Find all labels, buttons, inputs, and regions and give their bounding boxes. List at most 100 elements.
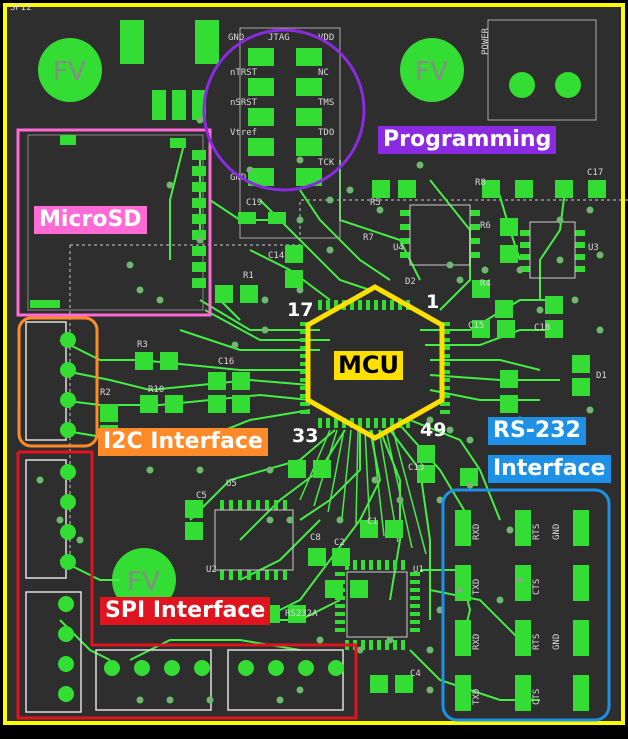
i2c-header-outline <box>25 321 67 441</box>
u5-pin-pad <box>400 224 410 230</box>
mcu-highlight-hexagon <box>305 284 445 441</box>
refdes-R5: R5 <box>370 198 381 208</box>
copper-trace-14 <box>429 389 540 401</box>
fiducial-0 <box>38 38 102 102</box>
via-58 <box>326 196 334 204</box>
via-54 <box>416 161 424 169</box>
rs232a-pin-pad <box>220 500 224 510</box>
mcu-pin-pad <box>300 354 310 358</box>
passive-pad-9 <box>285 270 303 288</box>
passive-pad-48 <box>395 675 413 693</box>
regulator-pin-pad <box>152 90 166 120</box>
mcu-pin-pad <box>440 322 450 326</box>
mcu-pin-pad <box>440 402 450 406</box>
passive-pad-0 <box>372 180 390 198</box>
via-16 <box>286 516 294 524</box>
via-51 <box>76 536 84 544</box>
spi-highlight-box <box>16 450 358 720</box>
spi-header-pin <box>104 660 120 676</box>
copper-trace-18 <box>389 429 431 620</box>
mcu-pin-pad <box>440 410 450 414</box>
jtag-pin-pad <box>248 138 274 156</box>
passive-pad-5 <box>588 180 606 198</box>
refdes-R7: R7 <box>363 233 374 243</box>
rs232a-pin-pad <box>283 500 287 510</box>
passive-pad-33 <box>417 445 435 463</box>
via-31 <box>571 296 579 304</box>
rs232a-pin-pad <box>265 500 269 510</box>
spi-header-outline <box>25 591 82 713</box>
mcu-pin-pad <box>390 418 394 428</box>
mcu-pin-pad <box>326 418 330 428</box>
power-pin-pad <box>509 72 535 98</box>
d1-pad <box>238 212 256 224</box>
u2-pin-pad <box>393 560 397 570</box>
copper-trace-36 <box>429 589 521 641</box>
refdes-C5: C5 <box>196 491 207 501</box>
refdes-C13: C13 <box>408 463 424 473</box>
refdes-C15: C15 <box>468 321 484 331</box>
refdes-RS232A: RS232A <box>285 609 318 619</box>
microsd-mount-pad <box>60 135 76 145</box>
refdes-C2: C2 <box>334 538 345 548</box>
mcu-fan-trace-4 <box>355 429 359 525</box>
passive-pad-27 <box>545 320 563 338</box>
copper-trace-22 <box>189 429 336 521</box>
via-62 <box>586 206 594 214</box>
spi-header-pin <box>58 656 74 672</box>
copper-trace-2 <box>179 329 320 351</box>
jtag-right-label: NC <box>318 68 329 78</box>
via-44 <box>316 636 324 644</box>
u4-pin-pad <box>520 254 530 260</box>
u2-pin-pad <box>410 588 420 592</box>
passive-pad-31 <box>500 395 518 413</box>
mcu-pin-pad <box>300 386 310 390</box>
rs232a-pin-pad <box>274 500 278 510</box>
u2-pin-pad <box>335 604 345 608</box>
mcu-pin-pad <box>300 410 310 414</box>
jtag-pin-pad <box>248 108 274 126</box>
u2-pin-pad <box>335 572 345 576</box>
via-50 <box>56 516 64 524</box>
passive-pad-44 <box>350 580 368 598</box>
passive-pad-30 <box>500 370 518 388</box>
rs232a-pin-pad <box>220 570 224 580</box>
u2-pin-pad <box>369 640 373 650</box>
u5-pin-pad <box>470 238 480 244</box>
via-38 <box>456 586 464 594</box>
u2-pin-pad <box>410 612 420 616</box>
jtag-left-label: nTRST <box>230 68 258 78</box>
rs232-pin-pad <box>515 510 531 546</box>
refdes-C18: C18 <box>534 323 550 333</box>
u4-pin-pad <box>575 254 585 260</box>
microsd-pin-pad <box>192 166 206 176</box>
spi-header-outline <box>227 649 344 711</box>
copper-trace-0 <box>199 299 320 331</box>
power-label: POWER <box>481 27 491 55</box>
copper-trace-20 <box>409 419 501 521</box>
passive-pad-22 <box>100 404 118 422</box>
u2-pin-pad <box>410 628 420 632</box>
mcu-pin-pad <box>406 418 410 428</box>
via-18 <box>426 416 434 424</box>
via-19 <box>446 426 454 434</box>
via-2 <box>326 246 334 254</box>
via-57 <box>196 116 204 124</box>
copper-trace-24 <box>299 189 391 281</box>
microsd-pin-pad <box>192 278 206 288</box>
microsd-mount-pad <box>30 300 60 308</box>
label-rs232-line2: Interface <box>488 455 611 484</box>
spi-header-pin <box>238 660 254 676</box>
jtag-pin-pad <box>296 138 322 156</box>
power-connector-outline <box>487 19 597 121</box>
u4-pin-pad <box>520 266 530 272</box>
mcu-pin-pad <box>440 378 450 382</box>
u4-pin-pad <box>575 266 585 272</box>
via-59 <box>346 186 354 194</box>
mcu-pin-pad <box>440 338 450 342</box>
via-63 <box>536 306 544 314</box>
passive-pad-40 <box>385 520 403 538</box>
mcu-pin-pad <box>440 386 450 390</box>
mcu-fan-trace-9 <box>392 429 427 555</box>
jtag-left-label: Vtref <box>230 128 257 138</box>
